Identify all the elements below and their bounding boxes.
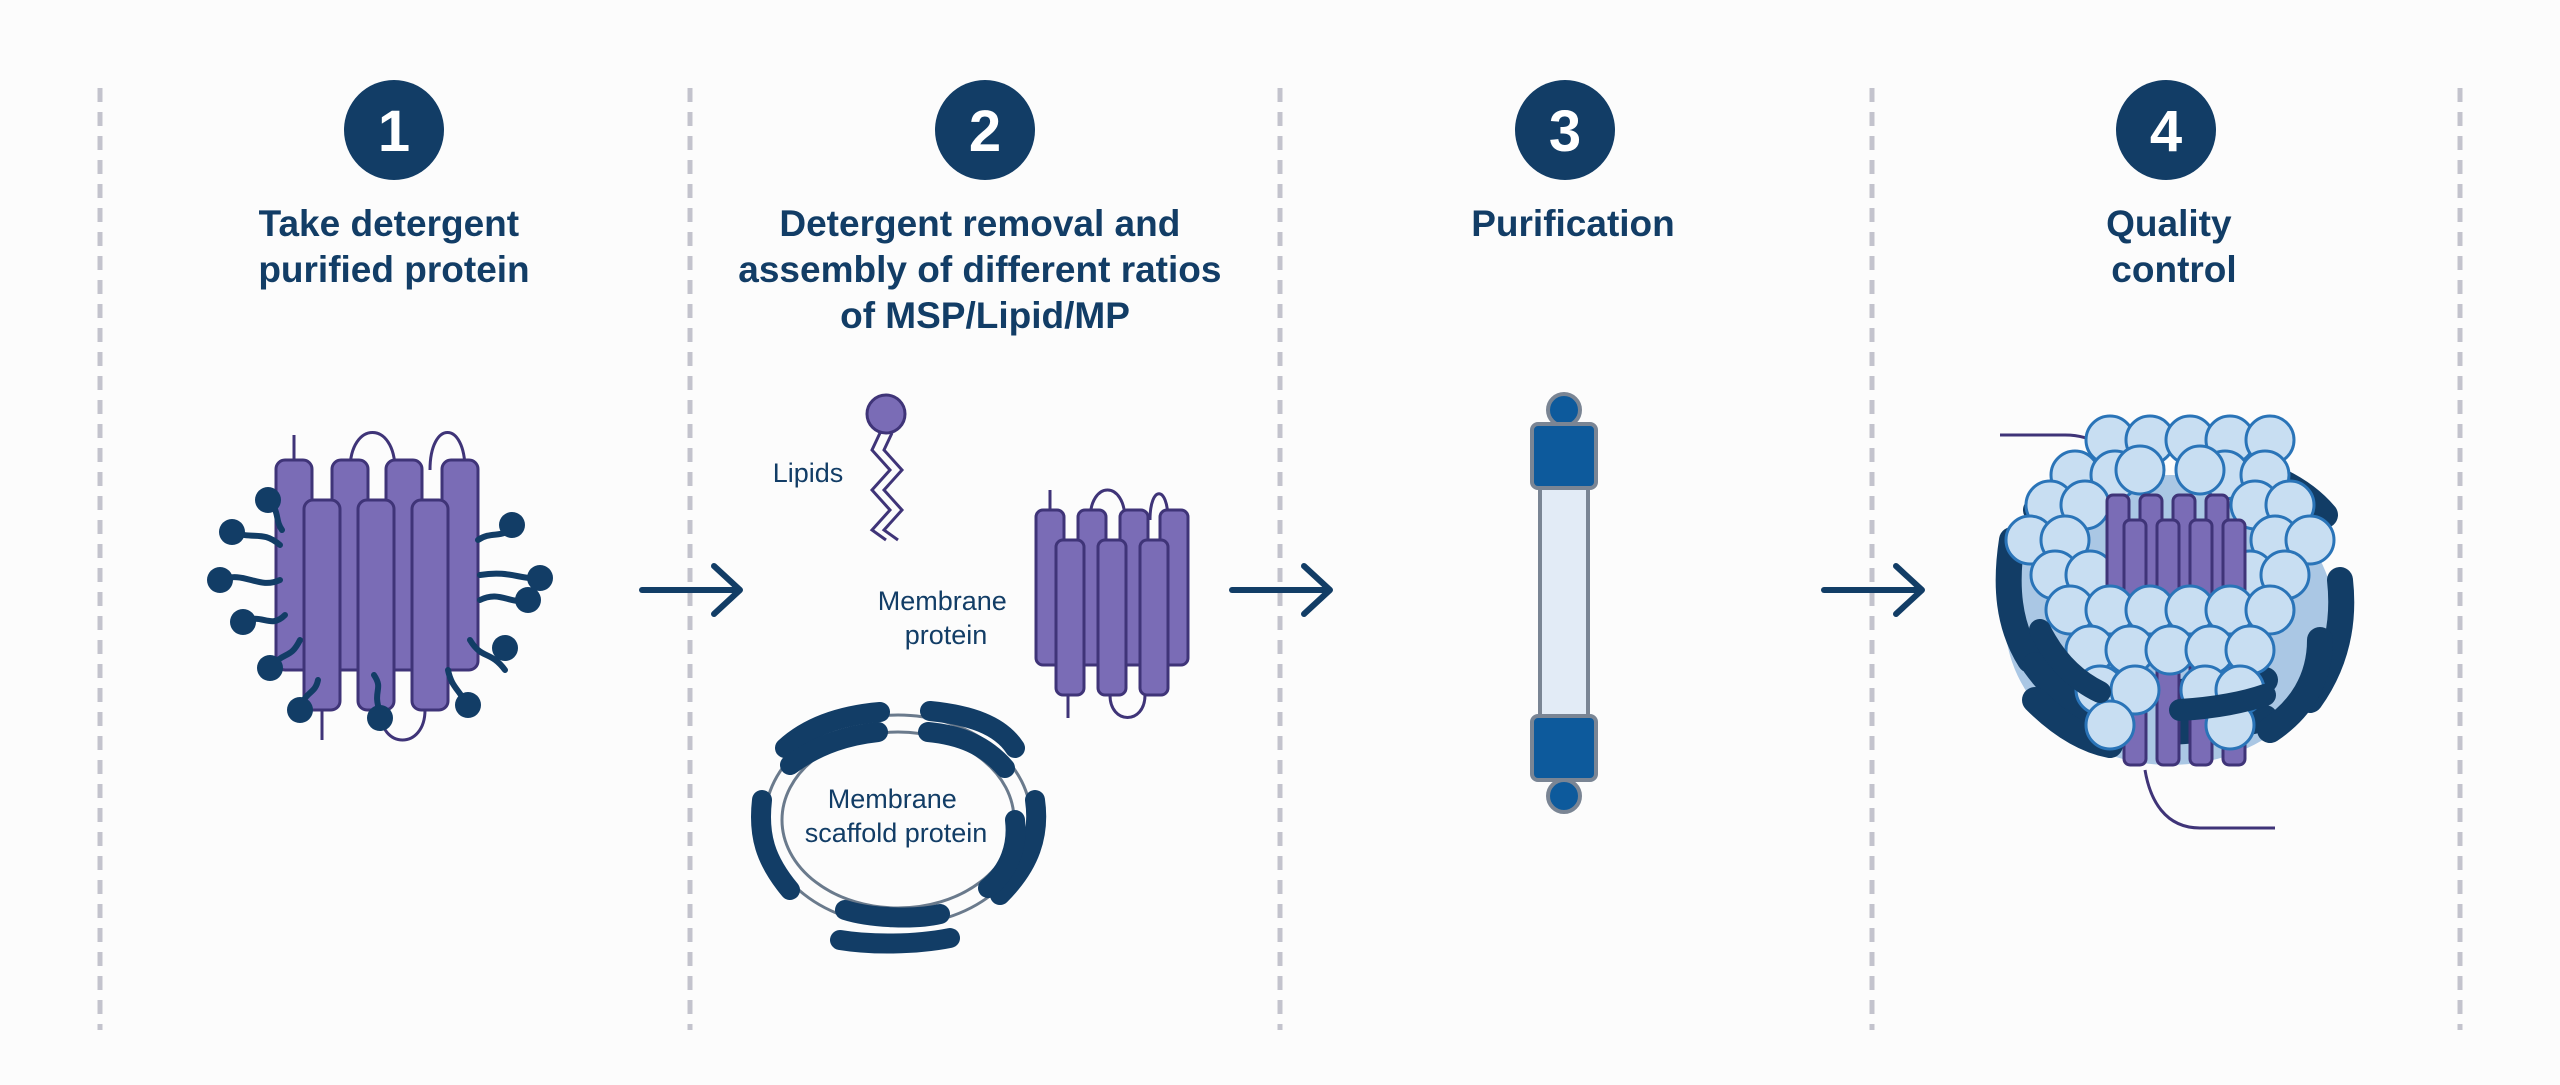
- nanodisc-icon: [1995, 414, 2355, 830]
- step-number-badge: [935, 80, 1035, 180]
- lipid-bead: [2084, 699, 2136, 751]
- step-1-header: 1 Take detergent purified protein: [258, 80, 530, 290]
- arrow-right-icon: [1821, 563, 1925, 617]
- column-dividers: [97, 88, 2463, 1030]
- step-title-line: of MSP/Lipid/MP: [840, 295, 1130, 336]
- step-title-line: assembly of different ratios: [738, 249, 1221, 290]
- detergent-solubilized-membrane-protein-icon: [207, 431, 553, 742]
- step-title: Purification: [1471, 203, 1675, 244]
- step-title-line: Take detergent: [259, 203, 519, 244]
- step-number-badge: [2116, 80, 2216, 180]
- lipid-bead-layer: [2004, 414, 2336, 601]
- lipid-icon: [865, 393, 907, 542]
- lipid-bead: [2244, 584, 2296, 636]
- step-title-line: Purification: [1471, 203, 1675, 244]
- step-title: Quality control: [2106, 203, 2242, 290]
- step-title-line: purified protein: [258, 249, 529, 290]
- membrane-protein-icon: [1034, 488, 1190, 719]
- membrane-scaffold-protein-icon: [750, 701, 1047, 954]
- step-2-header: 2 Detergent removal and assembly of diff…: [738, 80, 1231, 336]
- step-number: 4: [2150, 99, 2182, 164]
- step-title-line: Quality: [2106, 203, 2232, 244]
- step-number-badge: [344, 80, 444, 180]
- lipid-bead: [2284, 514, 2336, 566]
- lipids-label: Lipids: [773, 458, 844, 488]
- step-4-header: 4 Quality control: [2106, 80, 2242, 290]
- arrow-right-icon: [1229, 563, 1333, 617]
- step-number-badge: [1515, 80, 1615, 180]
- chromatography-column-icon: [1530, 392, 1598, 814]
- lipid-bead: [2174, 444, 2226, 496]
- membrane-protein-label: Membrane protein: [878, 586, 1015, 650]
- scaffold-protein-label: Membrane scaffold protein: [805, 784, 988, 848]
- step-number: 3: [1549, 99, 1581, 164]
- arrow-right-icon: [639, 563, 743, 617]
- lipid-bead-layer-front: [2044, 584, 2296, 751]
- lipid-bead: [2109, 664, 2161, 716]
- step-title: Detergent removal and assembly of differ…: [738, 203, 1231, 336]
- lipid-bead: [2114, 444, 2166, 496]
- step-3-header: 3 Purification: [1471, 80, 1675, 244]
- step-title-line: control: [2111, 249, 2236, 290]
- step-number: 2: [969, 99, 1001, 164]
- step-number: 1: [378, 99, 410, 164]
- step-title-line: Detergent removal and: [779, 203, 1180, 244]
- step-title: Take detergent purified protein: [258, 203, 529, 290]
